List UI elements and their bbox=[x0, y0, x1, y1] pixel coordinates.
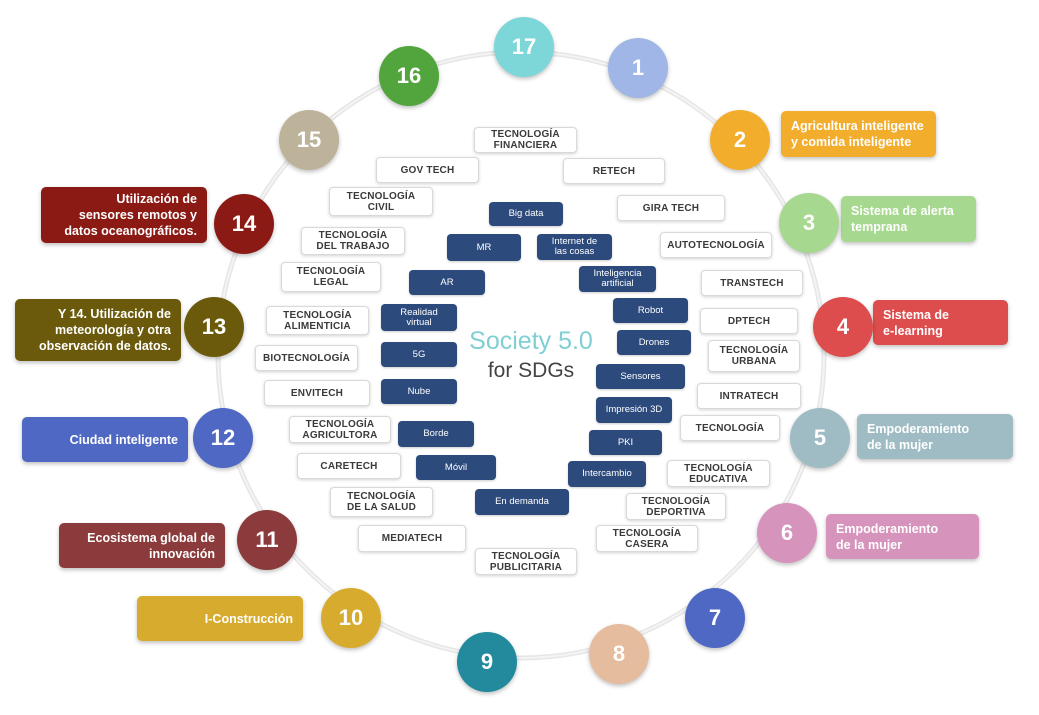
goal-circle-16: 16 bbox=[379, 46, 439, 106]
core-tech-box: Borde bbox=[398, 421, 474, 447]
tech-box: TECNOLOGÍA EDUCATIVA bbox=[667, 460, 770, 487]
tech-box: ENVITECH bbox=[264, 380, 370, 406]
tech-box: CARETECH bbox=[297, 453, 401, 479]
core-tech-box: Impresión 3D bbox=[596, 397, 672, 423]
goal-circle-11: 11 bbox=[237, 510, 297, 570]
tech-box: RETECH bbox=[563, 158, 665, 184]
core-tech-box: MR bbox=[447, 234, 521, 261]
tech-box: TECNOLOGÍA CASERA bbox=[596, 525, 698, 552]
tech-box: TECNOLOGÍA PUBLICITARIA bbox=[475, 548, 577, 575]
goal-circle-14: 14 bbox=[214, 194, 274, 254]
core-tech-box: PKI bbox=[589, 430, 662, 455]
tech-box: INTRATECH bbox=[697, 383, 801, 409]
goal-callout-2: Agricultura inteligente y comida intelig… bbox=[781, 111, 936, 157]
core-tech-box: Móvil bbox=[416, 455, 496, 480]
goal-callout-10: I-Construcción bbox=[137, 596, 303, 641]
goal-callout-13: Y 14. Utilización de meteorología y otra… bbox=[15, 299, 181, 361]
goal-callout-6: Empoderamiento de la mujer bbox=[826, 514, 979, 559]
goal-callout-11: Ecosistema global de innovación bbox=[59, 523, 225, 568]
core-tech-box: Intercambio bbox=[568, 461, 646, 487]
goal-circle-6: 6 bbox=[757, 503, 817, 563]
goal-circle-13: 13 bbox=[184, 297, 244, 357]
goal-circle-9: 9 bbox=[457, 632, 517, 692]
tech-box: TECNOLOGÍA ALIMENTICIA bbox=[266, 306, 369, 335]
goal-callout-14: Utilización de sensores remotos y datos … bbox=[41, 187, 207, 243]
goal-circle-7: 7 bbox=[685, 588, 745, 648]
goal-callout-4: Sistema de e-learning bbox=[873, 300, 1008, 345]
core-tech-box: Sensores bbox=[596, 364, 685, 389]
goal-circle-3: 3 bbox=[779, 193, 839, 253]
goal-circle-1: 1 bbox=[608, 38, 668, 98]
core-tech-box: Inteligencia artificial bbox=[579, 266, 656, 292]
tech-box: GOV TECH bbox=[376, 157, 479, 183]
tech-box: TECNOLOGÍA CIVIL bbox=[329, 187, 433, 216]
center-title: Society 5.0 bbox=[469, 327, 593, 355]
core-tech-box: 5G bbox=[381, 342, 457, 367]
tech-box: TECNOLOGÍA bbox=[680, 415, 780, 441]
goal-circle-2: 2 bbox=[710, 110, 770, 170]
tech-box: TECNOLOGÍA AGRICULTORA bbox=[289, 416, 391, 443]
goal-circle-10: 10 bbox=[321, 588, 381, 648]
tech-box: MEDIATECH bbox=[358, 525, 466, 552]
core-tech-box: En demanda bbox=[475, 489, 569, 515]
core-tech-box: Drones bbox=[617, 330, 691, 355]
goal-circle-5: 5 bbox=[790, 408, 850, 468]
tech-box: AUTOTECNOLOGÍA bbox=[660, 232, 772, 258]
core-tech-box: Robot bbox=[613, 298, 688, 323]
goal-callout-5: Empoderamiento de la mujer bbox=[857, 414, 1013, 459]
tech-box: DPTECH bbox=[700, 308, 798, 334]
center-subtitle: for SDGs bbox=[487, 359, 575, 382]
core-tech-box: Internet de las cosas bbox=[537, 234, 612, 260]
tech-box: TECNOLOGÍA DEPORTIVA bbox=[626, 493, 726, 520]
goal-callout-3: Sistema de alerta temprana bbox=[841, 196, 976, 242]
tech-box: BIOTECNOLOGÍA bbox=[255, 345, 358, 371]
tech-box: TECNOLOGÍA DEL TRABAJO bbox=[301, 227, 405, 255]
core-tech-box: Big data bbox=[489, 202, 563, 226]
goal-circle-12: 12 bbox=[193, 408, 253, 468]
tech-box: TRANSTECH bbox=[701, 270, 803, 296]
tech-box: GIRA TECH bbox=[617, 195, 725, 221]
goal-circle-17: 17 bbox=[494, 17, 554, 77]
goal-callout-12: Ciudad inteligente bbox=[22, 417, 188, 462]
tech-box: TECNOLOGÍA FINANCIERA bbox=[474, 127, 577, 153]
core-tech-box: Nube bbox=[381, 379, 457, 404]
tech-box: TECNOLOGÍA DE LA SALUD bbox=[330, 487, 433, 517]
core-tech-box: Realidad virtual bbox=[381, 304, 457, 331]
goal-circle-8: 8 bbox=[589, 624, 649, 684]
core-tech-box: AR bbox=[409, 270, 485, 295]
goal-circle-15: 15 bbox=[279, 110, 339, 170]
tech-box: TECNOLOGÍA URBANA bbox=[708, 340, 800, 372]
tech-box: TECNOLOGÍA LEGAL bbox=[281, 262, 381, 292]
goal-circle-4: 4 bbox=[813, 297, 873, 357]
